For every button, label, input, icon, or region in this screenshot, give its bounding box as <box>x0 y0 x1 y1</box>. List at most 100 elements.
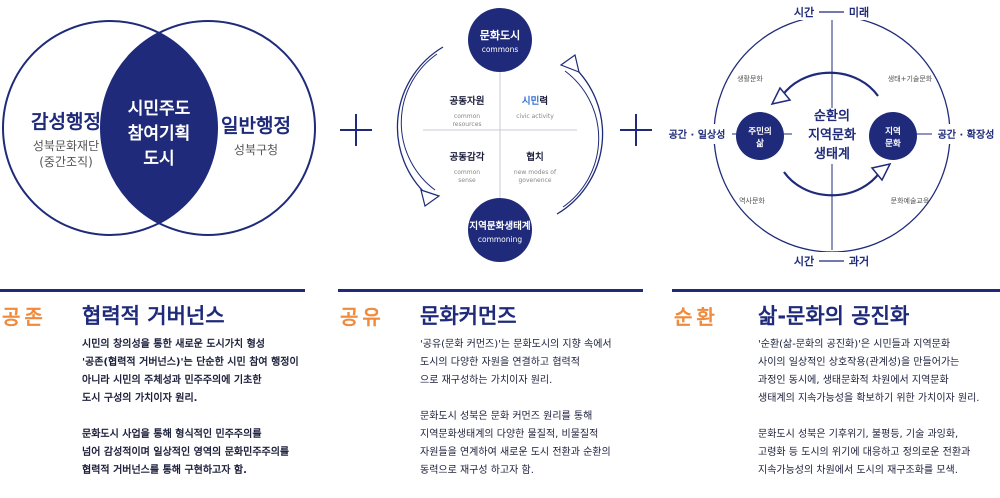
venn-center-1: 시민주도 <box>128 99 191 119</box>
center-line-2: 지역문화 <box>808 127 856 143</box>
node-local-culture <box>869 112 917 160</box>
cycle-arrow-left-inner <box>400 53 438 191</box>
section-2-line: 동력으로 재구성 하고자 함. <box>420 465 534 476</box>
venn-left-title: 감성행정 <box>31 111 101 133</box>
section-1-line: '공존(협력적 거버넌스)'는 단순한 시민 참여 행정이 <box>82 357 299 368</box>
cycle-arrow-right <box>556 65 604 215</box>
axis-top-time: 시간 <box>794 5 814 19</box>
venn-diagram: 감성행정 성북문화재단 (중간조직) 시민주도 참여기획 도시 일반행정 성북구… <box>2 20 316 236</box>
section-1-body: 시민의 창의성을 통한 새로운 도시가치 형성 '공존(협력적 거버넌스)'는 … <box>82 336 312 498</box>
plus-sign-1 <box>340 114 372 146</box>
axis-top-future: 미래 <box>849 5 869 19</box>
divider-2 <box>338 289 643 292</box>
venn-right-sub: 성북구청 <box>234 143 278 157</box>
section-2-line: 문화도시 성북은 문화 커먼즈 원리를 통해 <box>420 411 593 422</box>
section-3-body: '순환(삶-문화의 공진화)'은 시민들과 지역문화 사이의 일상적인 상호작용… <box>758 336 998 498</box>
section-2-para-2: 문화도시 성북은 문화 커먼즈 원리를 통해 지역문화생태계의 다양한 물질적,… <box>420 408 650 480</box>
q1-sub-1: common <box>454 113 480 120</box>
node-culture-city-title: 문화도시 <box>480 28 520 42</box>
quadrant-top-right: 생태+기술문화 <box>888 74 933 83</box>
inner-arrowhead-top <box>770 86 792 106</box>
page: { "diagram1": { "left_title": "감성행정", "l… <box>0 4 1000 476</box>
node-local-culture-1: 지역 <box>885 126 901 137</box>
inner-arrow-bottom <box>783 171 881 197</box>
section-1-line: 넘어 감성적이며 일상적인 영역의 문화민주주의를 <box>82 447 290 458</box>
venn-left-sub-2: (중간조직) <box>39 155 93 169</box>
axis-bottom-past: 과거 <box>849 254 869 268</box>
section-1-para-2: 문화도시 사업을 통해 형식적인 민주주의를 넘어 감성적이며 일상적인 영역의… <box>82 426 312 480</box>
center-line-3: 생태계 <box>814 147 850 162</box>
section-1-line: 시민의 창의성을 통한 새로운 도시가치 형성 <box>82 339 266 350</box>
section-1-line: 도시 구성의 가치이자 원리. <box>82 393 198 404</box>
section-2-line: 지역문화생태계의 다양한 물질적, 비물질적 <box>420 429 599 440</box>
inner-arrowhead-bottom <box>870 162 892 182</box>
node-residents-life-1: 주민의 <box>748 126 771 137</box>
section-1-line: 아니라 시민의 주체성과 민주주의에 기초한 <box>82 375 262 386</box>
q3-sub-2: sense <box>458 177 476 184</box>
node-local-ecosystem-sub: commoning <box>478 235 523 244</box>
section-2-key: 공유 <box>340 305 385 329</box>
section-3-line: 문화도시 성북은 기후위기, 불평등, 기술 과잉화, <box>758 429 959 440</box>
node-local-ecosystem <box>468 198 532 262</box>
section-3-line: 사이의 일상적인 상호작용(관계성)을 만들어가는 <box>758 357 960 368</box>
section-1-line: 협력적 거버넌스를 통해 구현하고자 함. <box>82 465 247 476</box>
section-3-line: 지속가능성의 차원에서 도시의 재구조화를 모색. <box>758 465 958 476</box>
section-2-line: 도시의 다양한 자원을 연결하고 협력적 <box>420 357 580 368</box>
section-3-key: 순환 <box>674 305 719 329</box>
inner-arrow-top <box>781 71 879 97</box>
section-2-line: 자원들을 연계하여 새로운 도시 전환과 순환의 <box>420 447 611 458</box>
cycle-arrow-right-inner <box>562 70 600 208</box>
section-3-line: 과정인 동시에, 생태문화적 차원에서 지역문화 <box>758 375 949 386</box>
section-2-line: 으로 재구성하는 가치이자 원리. <box>420 375 553 386</box>
node-culture-city-sub: commons <box>482 45 519 54</box>
axis-left-label: 공간 · 일상성 <box>669 128 726 141</box>
q3-title: 공동감각 <box>450 151 485 163</box>
section-2-line: '공유(문화 커먼즈)'는 문화도시의 지향 속에서 <box>420 339 612 350</box>
quadrant-top-left: 생활문화 <box>737 74 763 83</box>
node-local-culture-2: 문화 <box>885 138 901 149</box>
quadrant-bottom-right: 문화예술교육 <box>891 196 930 205</box>
center-line-1: 순환의 <box>814 108 850 124</box>
node-culture-city <box>468 8 532 72</box>
quadrant-bottom-left: 역사문화 <box>739 196 765 205</box>
divider-3 <box>672 289 1000 292</box>
node-residents-life-2: 삶 <box>756 138 764 149</box>
divider-1 <box>0 289 305 292</box>
cycle-arrowhead-right <box>559 53 580 73</box>
venn-center-2: 참여기획 <box>128 123 191 144</box>
section-1-key: 공존 <box>2 305 47 329</box>
q1-sub-2: resources <box>452 121 481 128</box>
section-3-para-1: '순환(삶-문화의 공진화)'은 시민들과 지역문화 사이의 일상적인 상호작용… <box>758 336 998 408</box>
section-3-line: '순환(삶-문화의 공진화)'은 시민들과 지역문화 <box>758 339 951 350</box>
section-3-para-2: 문화도시 성북은 기후위기, 불평등, 기술 과잉화, 고령화 등 도시의 위기… <box>758 426 998 480</box>
q3-sub-1: common <box>454 169 480 176</box>
axis-bottom-time: 시간 <box>794 254 814 268</box>
q2-title: 시민력 <box>522 95 548 107</box>
axis-right-label: 공간 · 확장성 <box>938 128 995 141</box>
cycle-arrow-left <box>396 46 444 196</box>
commons-cycle-diagram: 문화도시 commons 지역문화생태계 commoning 공동자원 comm… <box>396 8 604 262</box>
q2-sub: civic activity <box>516 113 554 120</box>
section-1-title: 협력적 거버넌스 <box>82 304 225 328</box>
section-1-para-1: 시민의 창의성을 통한 새로운 도시가치 형성 '공존(협력적 거버넌스)'는 … <box>82 336 312 408</box>
q2-title-rest: 력 <box>539 95 548 107</box>
plus-sign-2 <box>620 114 652 146</box>
node-residents-life <box>736 112 784 160</box>
section-3-line: 고령화 등 도시의 위기에 대응하고 정의로운 전환과 <box>758 447 971 458</box>
venn-intersection <box>101 21 217 235</box>
q4-sub-1: new modes of <box>514 169 557 176</box>
section-2-body: '공유(문화 커먼즈)'는 문화도시의 지향 속에서 도시의 다양한 자원을 연… <box>420 336 650 498</box>
section-3-title: 삶-문화의 공진화 <box>758 304 910 328</box>
q4-sub-2: govenence <box>518 177 551 184</box>
node-local-ecosystem-title: 지역문화생태계 <box>469 220 530 232</box>
section-3-line: 생태계의 지속가능성을 확보하기 위한 가치이자 원리. <box>758 393 980 404</box>
q4-title: 협치 <box>526 151 543 163</box>
venn-right-title: 일반행정 <box>221 115 291 137</box>
venn-left-sub-1: 성북문화재단 <box>33 139 99 153</box>
section-2-title: 문화커먼즈 <box>420 304 517 328</box>
section-2-para-1: '공유(문화 커먼즈)'는 문화도시의 지향 속에서 도시의 다양한 자원을 연… <box>420 336 650 390</box>
q2-title-accent: 시민 <box>522 95 539 107</box>
cycle-arrowhead-left <box>420 189 441 208</box>
venn-center-3: 도시 <box>143 149 174 169</box>
circulation-diagram: 시간 미래 시간 과거 공간 · 일상성 공간 · 확장성 생활문화 생태+기술… <box>662 4 1000 270</box>
